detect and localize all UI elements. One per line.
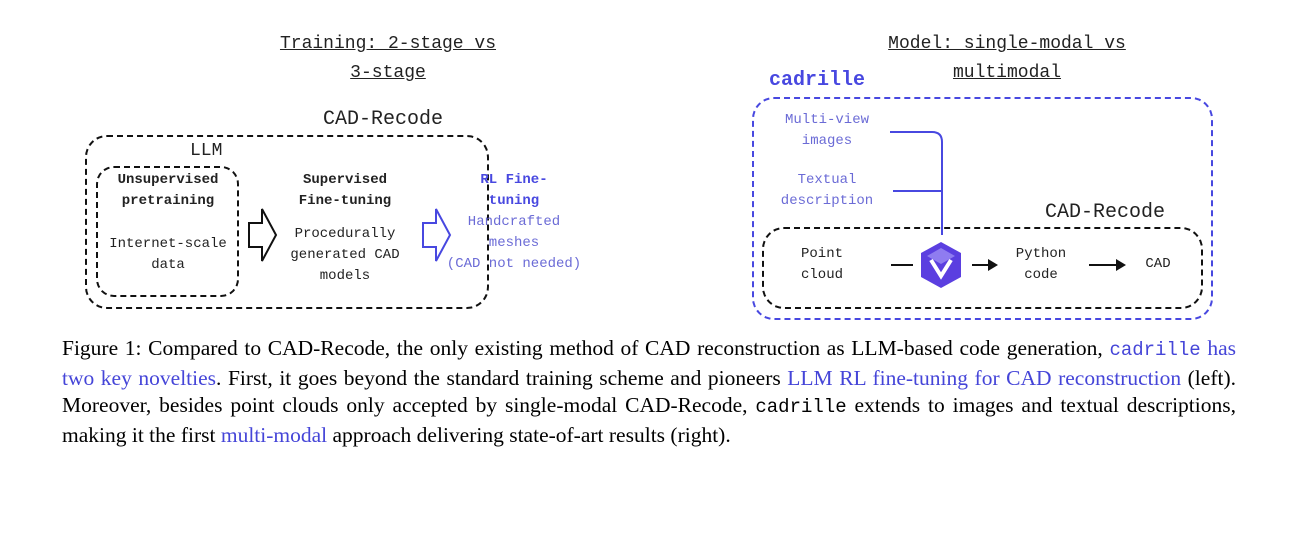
stage-data: Internet-scale <box>109 236 227 252</box>
llm-box <box>96 166 239 297</box>
stage-data: models <box>319 268 371 284</box>
stage-title: RL Fine- <box>480 172 548 188</box>
qwen-logo-icon <box>921 242 961 288</box>
node-text: cloud <box>800 267 844 283</box>
stage-data: Procedurally <box>294 226 396 242</box>
python-code: Python code <box>1016 244 1066 286</box>
cad-output: CAD <box>1145 256 1171 272</box>
left-title-line: Training: 2-stage vs <box>279 34 497 54</box>
left-title: Training: 2-stage vs 3-stage <box>280 30 496 88</box>
connector-line <box>891 264 913 266</box>
stage-data: generated CAD <box>290 247 400 263</box>
cadrille-label: cadrille <box>769 69 866 92</box>
input-connector-lines <box>890 131 943 235</box>
point-cloud: Point cloud <box>801 244 843 286</box>
right-title-line: Model: single-modal vs <box>888 34 1126 54</box>
arrow-right-icon <box>422 208 452 262</box>
arrow-icon <box>1089 259 1126 271</box>
cadrille-box <box>752 97 1213 320</box>
input-textual: Textual description <box>781 170 873 212</box>
stage-unsupervised: Unsupervised pretraining Internet-scale … <box>109 170 227 276</box>
right-title-line: multimodal <box>952 63 1062 83</box>
caption-text: extends to images and textual descriptio… <box>62 393 1236 447</box>
caption-highlight: has two key novelties <box>62 336 1236 390</box>
left-title-line: 3-stage <box>350 63 426 83</box>
caption-cadrille: cadrille <box>755 396 847 418</box>
caption-highlight: LLM RL fine-tuning for CAD reconstructio… <box>787 365 1182 390</box>
caption-highlight: multi-modal <box>220 422 328 447</box>
cad-recode-box <box>85 135 489 309</box>
right-title: Model: single-modal vs multimodal <box>888 30 1126 88</box>
stage-title: tuning <box>488 193 540 209</box>
stage-data: (CAD not needed) <box>446 256 582 272</box>
node-text: Python <box>1015 246 1067 262</box>
stage-data: data <box>151 257 185 273</box>
stage-title: Unsupervised <box>117 172 219 188</box>
caption-text: (left). Moreover, besides point clouds o… <box>62 365 1236 418</box>
caption-cadrille: cadrille <box>1109 339 1201 361</box>
input-text: Textual <box>797 172 857 188</box>
llm-label: LLM <box>190 141 223 161</box>
stage-rl: RL Fine- tuning Handcrafted meshes (CAD … <box>447 170 581 275</box>
stage-supervised: Supervised Fine-tuning Procedurally gene… <box>290 170 399 287</box>
caption-text: Figure 1: Compared to CAD-Recode, the on… <box>62 336 1110 360</box>
caption-text: . First, it goes beyond the standard tra… <box>216 365 788 390</box>
cad-recode-label: CAD-Recode <box>323 108 444 131</box>
cad-recode-label-right: CAD-Recode <box>1045 201 1166 224</box>
input-text: Multi-view <box>784 112 870 128</box>
arrow-right-icon <box>248 208 278 262</box>
stage-data: Handcrafted <box>467 214 561 230</box>
input-multiview: Multi-view images <box>785 110 869 152</box>
figure-caption: Figure 1: Compared to CAD-Recode, the on… <box>62 335 1236 449</box>
stage-title: pretraining <box>121 193 215 209</box>
stage-title: Fine-tuning <box>298 193 392 209</box>
cad-recode-box-right <box>762 227 1203 309</box>
stage-data: meshes <box>488 235 540 251</box>
node-text: Point <box>800 246 844 262</box>
node-text: code <box>1024 267 1058 283</box>
caption-text: approach delivering state-of-art results… <box>327 422 731 447</box>
input-text: description <box>780 193 874 209</box>
input-text: images <box>801 133 853 149</box>
stage-title: Supervised <box>302 172 387 188</box>
arrow-icon <box>972 259 998 271</box>
